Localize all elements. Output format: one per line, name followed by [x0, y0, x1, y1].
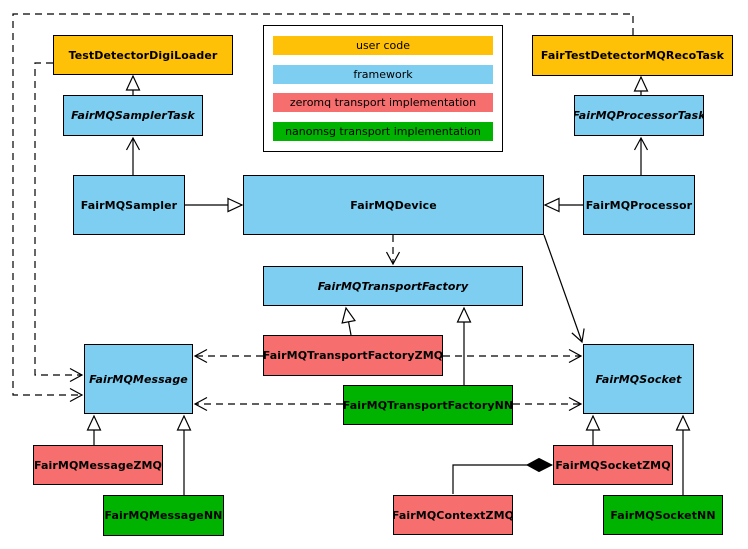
legend-label: framework [353, 67, 413, 81]
node-label: FairMQTransportFactoryZMQ [263, 349, 443, 362]
legend-label: nanomsg transport implementation [285, 125, 481, 139]
node-fairmq-socket-zmq: FairMQSocketZMQ [553, 445, 673, 485]
legend-item-framework: framework [273, 64, 493, 84]
legend: user code framework zeromq transport imp… [263, 25, 503, 152]
node-label: FairMQTransportFactoryNN [343, 398, 513, 412]
node-test-detector-digi-loader: TestDetectorDigiLoader [53, 35, 233, 75]
node-label: FairMQSocketZMQ [555, 458, 671, 472]
legend-item-nanomsg: nanomsg transport implementation [273, 122, 493, 142]
legend-label: zeromq transport implementation [289, 96, 477, 110]
node-fairmq-device: FairMQDevice [243, 175, 544, 235]
node-label: FairMQProcessor [585, 198, 693, 212]
node-fairmq-processor: FairMQProcessor [583, 175, 695, 235]
node-fairmq-context-zmq: FairMQContextZMQ [393, 495, 513, 535]
node-fairmq-transport-factory-zmq: FairMQTransportFactoryZMQ [263, 335, 443, 376]
node-fairmq-sampler: FairMQSampler [73, 175, 185, 235]
node-label: FairMQSamplerTask [71, 109, 195, 122]
node-fair-test-detector-mq-reco-task: FairTestDetectorMQRecoTask [532, 35, 733, 76]
node-fairmq-sampler-task: FairMQSamplerTask [63, 95, 203, 136]
node-label: FairMQDevice [350, 198, 437, 212]
edge-tfzmq-to-transportfactory [341, 306, 356, 336]
node-label: FairMQMessage [89, 372, 188, 386]
node-label: FairMQMessageZMQ [34, 458, 162, 472]
node-fairmq-socket-nn: FairMQSocketNN [603, 495, 723, 535]
node-label: FairTestDetectorMQRecoTask [540, 49, 725, 62]
edge-contextzmq-to-socketzmq-composition [452, 465, 552, 494]
node-label: FairMQSampler [80, 198, 178, 212]
edge-device-to-socket [543, 234, 585, 344]
node-label: FairMQTransportFactory [317, 279, 469, 293]
node-fairmq-message: FairMQMessage [84, 344, 193, 414]
node-fairmq-message-nn: FairMQMessageNN [103, 495, 224, 536]
node-fairmq-processor-task: FairMQProcessorTask [574, 95, 704, 136]
legend-label: user code [355, 38, 411, 52]
node-fairmq-message-zmq: FairMQMessageZMQ [33, 445, 163, 485]
node-label: FairMQContextZMQ [393, 508, 513, 522]
node-label: TestDetectorDigiLoader [68, 48, 218, 62]
node-label: FairMQSocket [595, 372, 682, 386]
node-label: FairMQProcessorTask [574, 109, 704, 122]
node-fairmq-socket: FairMQSocket [583, 344, 694, 414]
legend-item-user-code: user code [273, 35, 493, 55]
node-fairmq-transport-factory-nn: FairMQTransportFactoryNN [343, 385, 513, 425]
legend-item-zeromq: zeromq transport implementation [273, 93, 493, 113]
node-fairmq-transport-factory: FairMQTransportFactory [263, 266, 523, 306]
node-label: FairMQSocketNN [610, 508, 716, 522]
node-label: FairMQMessageNN [104, 509, 223, 522]
